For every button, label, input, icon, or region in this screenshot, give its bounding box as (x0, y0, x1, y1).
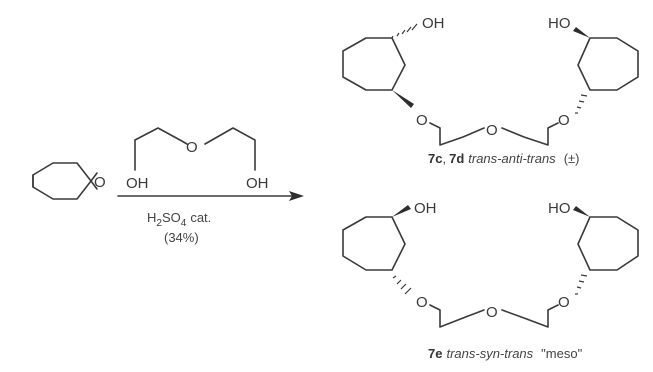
bottom-right-hashed-bond (575, 274, 588, 295)
cyclohexene-oxide: O (32, 162, 106, 200)
bottom-left-wedge-bond (392, 205, 411, 217)
top-chain-left (429, 122, 485, 146)
bottom-center-ether-o: O (486, 304, 498, 321)
bottom-left-oh: OH (414, 200, 437, 217)
bottom-chain-right (501, 304, 559, 328)
top-chain-right (501, 122, 559, 146)
glycol-oh-right: OH (246, 175, 269, 192)
bottom-left-hashed-bond (392, 275, 412, 295)
bottom-right-ring (577, 216, 639, 271)
top-right-wedge-bond (573, 27, 590, 38)
bottom-chain-left (429, 304, 485, 328)
bottom-left-ring (342, 216, 406, 271)
glycol-chain-right (204, 127, 256, 171)
bottom-right-ether-o: O (558, 294, 570, 311)
arrow-head (289, 191, 304, 201)
top-center-ether-o: O (486, 122, 498, 139)
epoxide-bond-bottom (90, 180, 98, 190)
top-left-wedge-bond (392, 90, 414, 108)
top-left-ring (342, 37, 406, 91)
glycol-chain-left (134, 127, 188, 171)
product-bottom: OH O O O HO (342, 200, 639, 328)
bottom-left-ether-o: O (416, 294, 428, 311)
bottom-right-ho: HO (548, 200, 571, 217)
bottom-right-wedge-bond (573, 206, 590, 217)
cyclohexane-ring (32, 162, 92, 200)
top-left-ether-o: O (416, 112, 428, 129)
epoxide-oxygen: O (94, 174, 106, 191)
epoxide-bond-top (90, 172, 98, 182)
top-left-hashed-bond (391, 23, 418, 39)
yield-label: (34%) (164, 230, 199, 245)
reaction-arrow (117, 191, 304, 201)
glycol-ether-oxygen: O (186, 139, 198, 156)
glycol-oh-left: OH (126, 175, 149, 192)
top-left-oh: OH (422, 15, 445, 32)
product-top: OH O O O HO (342, 15, 639, 146)
top-right-ho: HO (548, 15, 571, 32)
top-right-ring (577, 37, 639, 91)
top-right-ether-o: O (558, 112, 570, 129)
top-right-hashed-bond (575, 94, 588, 114)
diethylene-glycol: O OH OH (126, 127, 269, 192)
